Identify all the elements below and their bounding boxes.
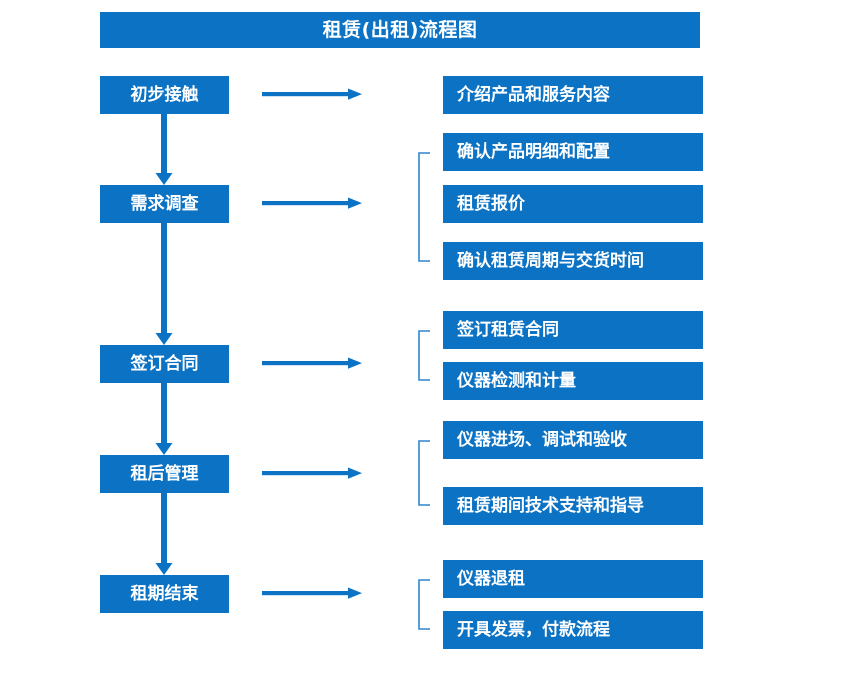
detail-box[interactable]: 介绍产品和服务内容 [443,76,703,114]
bracket-connector [417,440,431,506]
arrow-down-icon [152,223,176,345]
arrow-down-icon [152,114,176,185]
detail-box[interactable]: 开具发票，付款流程 [443,611,703,649]
bracket-connector [417,330,431,381]
detail-box[interactable]: 租赁期间技术支持和指导 [443,487,703,525]
detail-box[interactable]: 确认产品明细和配置 [443,133,703,171]
arrow-right-icon [262,87,362,101]
arrow-right-icon [262,356,362,370]
arrow-down-icon [152,493,176,575]
detail-box[interactable]: 仪器检测和计量 [443,362,703,400]
bracket-connector [417,152,431,262]
detail-box[interactable]: 仪器退租 [443,560,703,598]
stage-box[interactable]: 租后管理 [100,455,229,493]
arrow-right-icon [262,466,362,480]
arrow-down-icon [152,383,176,455]
stage-box[interactable]: 初步接触 [100,76,229,114]
diagram-title: 租赁(出租)流程图 [100,12,700,48]
arrow-right-icon [262,196,362,210]
detail-box[interactable]: 租赁报价 [443,185,703,223]
stage-box[interactable]: 签订合同 [100,345,229,383]
detail-box[interactable]: 仪器进场、调试和验收 [443,421,703,459]
arrow-right-icon [262,586,362,600]
detail-box[interactable]: 签订租赁合同 [443,311,703,349]
detail-box[interactable]: 确认租赁周期与交货时间 [443,242,703,280]
stage-box[interactable]: 需求调查 [100,185,229,223]
bracket-connector [417,579,431,630]
stage-box[interactable]: 租期结束 [100,575,229,613]
